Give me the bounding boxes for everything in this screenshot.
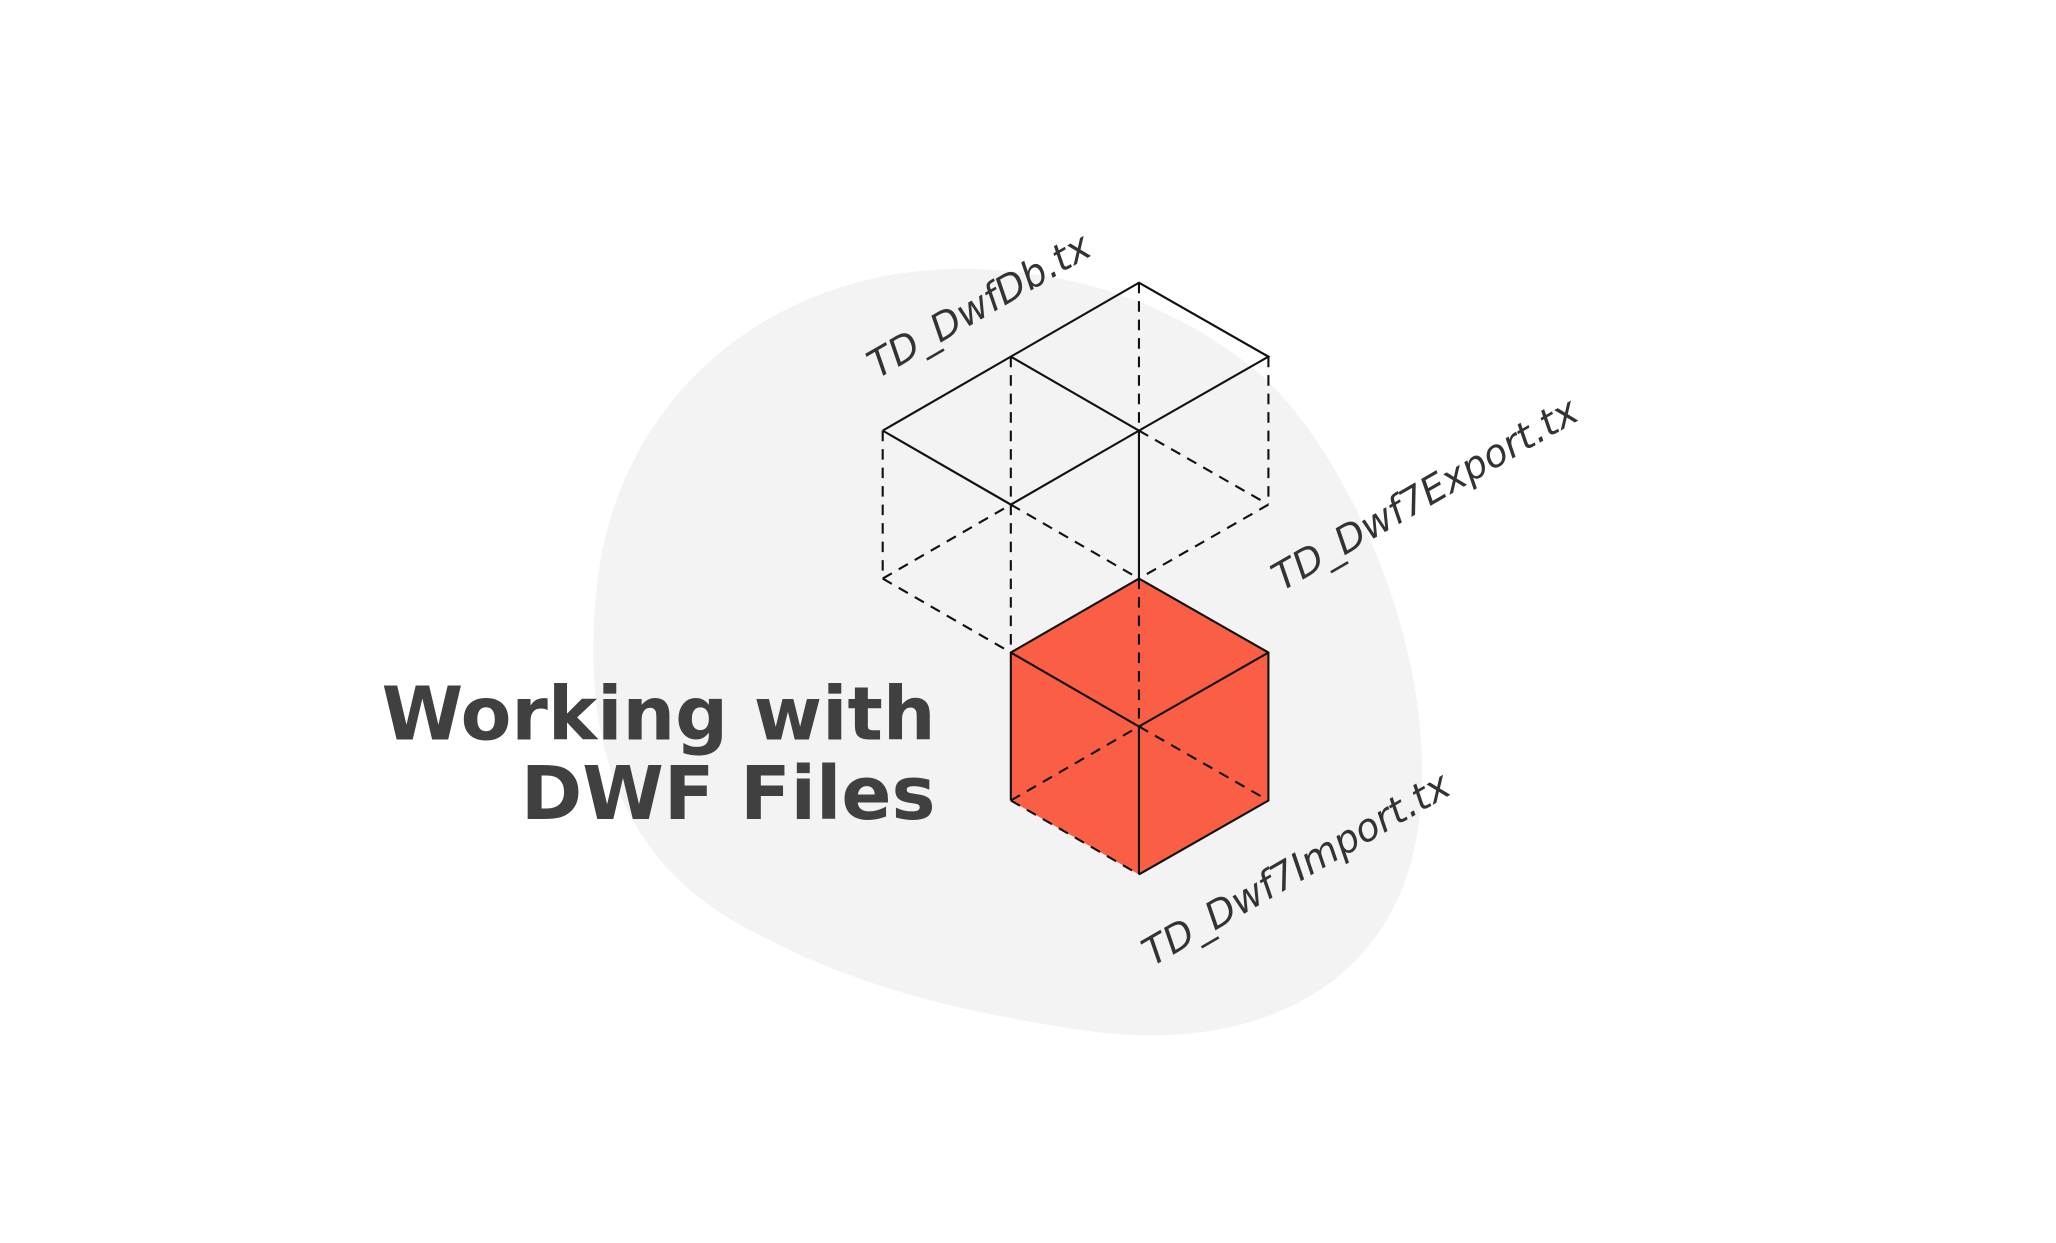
import-cube-highlighted bbox=[1009, 577, 1270, 876]
title-line-2: DWF Files bbox=[521, 751, 936, 837]
title-line-1: Working with bbox=[382, 672, 936, 758]
background-blob bbox=[593, 268, 1423, 1036]
upper-cubes bbox=[881, 281, 1271, 654]
